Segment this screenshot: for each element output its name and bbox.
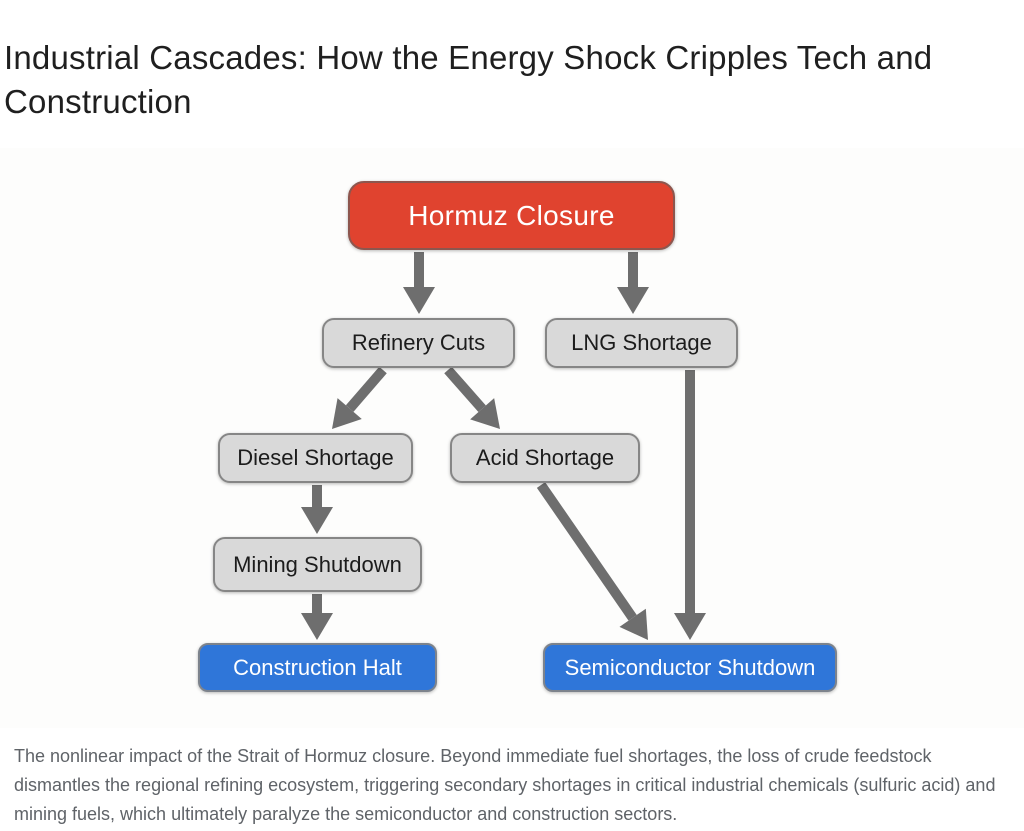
node-hormuz: Hormuz Closure: [348, 181, 675, 250]
node-acid: Acid Shortage: [450, 433, 640, 483]
node-construction: Construction Halt: [198, 643, 437, 692]
node-semiconductor: Semiconductor Shutdown: [543, 643, 837, 692]
edge-acid-to-semiconductor: [536, 482, 637, 621]
node-diesel: Diesel Shortage: [218, 433, 413, 483]
node-mining: Mining Shutdown: [213, 537, 422, 592]
arrowhead-hormuz-to-lng: [617, 287, 649, 314]
arrowhead-refinery-to-diesel: [332, 398, 362, 429]
page-title: Industrial Cascades: How the Energy Shoc…: [4, 39, 933, 120]
node-refinery: Refinery Cuts: [322, 318, 515, 368]
arrowhead-refinery-to-acid: [470, 398, 500, 429]
arrowhead-diesel-to-mining: [301, 507, 333, 534]
arrowhead-acid-to-semiconductor: [619, 608, 648, 640]
figure-caption: The nonlinear impact of the Strait of Ho…: [14, 746, 996, 824]
arrowhead-hormuz-to-refinery: [403, 287, 435, 314]
arrowhead-mining-to-construction: [301, 613, 333, 640]
flow-arrows: [301, 252, 706, 640]
edge-refinery-to-diesel: [345, 366, 387, 412]
arrowhead-lng-to-semiconductor: [674, 613, 706, 640]
edge-refinery-to-acid: [444, 366, 486, 413]
node-lng: LNG Shortage: [545, 318, 738, 368]
